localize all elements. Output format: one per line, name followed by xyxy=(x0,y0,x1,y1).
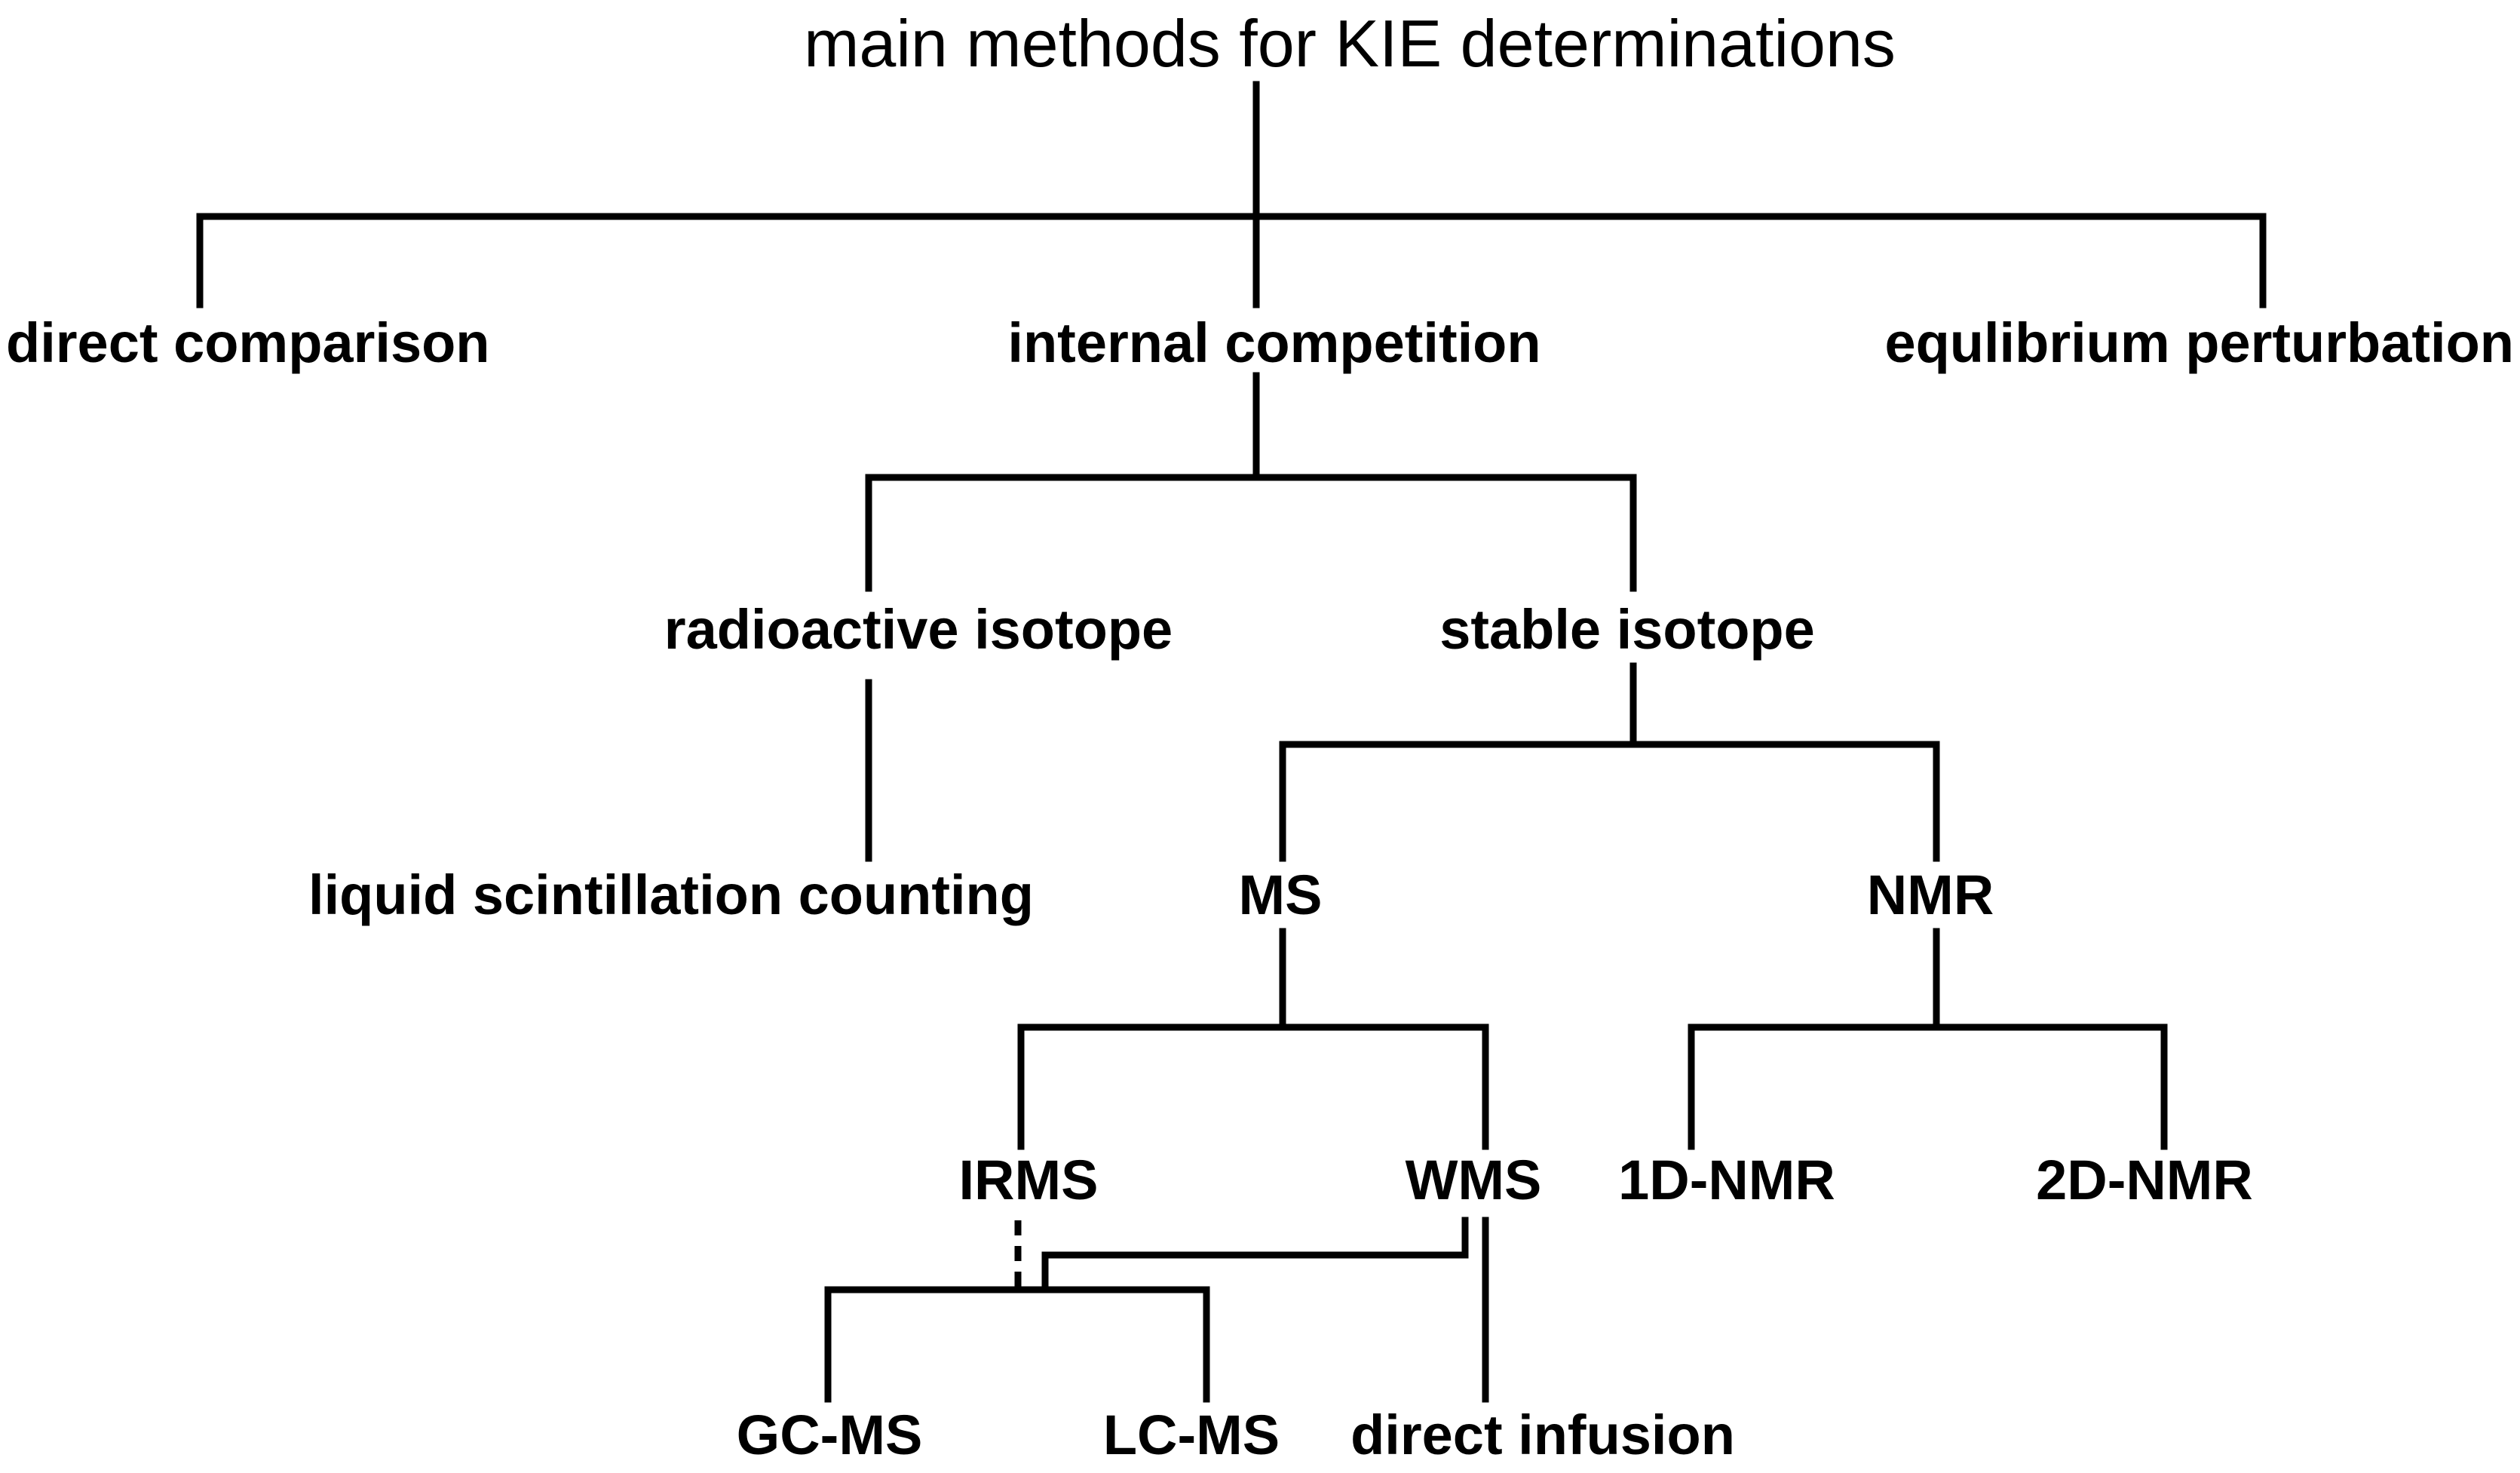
node-direct-infusion: direct infusion xyxy=(1350,1404,1735,1466)
node-liquid-scintillation-counting: liquid scintillation counting xyxy=(308,864,1034,926)
tree-labels: main methods for KIE determinations dire… xyxy=(6,6,2514,1466)
node-2d-nmr: 2D-NMR xyxy=(2036,1149,2253,1211)
node-wms: WMS xyxy=(1406,1149,1542,1211)
connector-ms-nmr-bracket xyxy=(1279,741,1940,862)
node-radioactive-isotope: radioactive isotope xyxy=(664,598,1173,661)
node-gc-ms: GC-MS xyxy=(737,1404,923,1466)
connector-isotope-bracket xyxy=(865,474,1637,592)
connector-gc-lc-bracket xyxy=(824,1286,1210,1403)
node-internal-competition: internal competition xyxy=(1007,311,1541,374)
connector-wms-to-chromatography xyxy=(1041,1217,1469,1293)
connector-1d-2d-nmr-bracket xyxy=(1688,1023,2168,1150)
tree-connectors xyxy=(196,81,2267,1403)
node-irms: IRMS xyxy=(959,1149,1099,1211)
node-nmr: NMR xyxy=(1867,864,1994,926)
node-direct-comparison: direct comparison xyxy=(6,311,490,374)
node-equilibrium-perturbation: equlibrium perturbation xyxy=(1884,311,2514,374)
diagram-title: main methods for KIE determinations xyxy=(804,6,1896,81)
node-stable-isotope: stable isotope xyxy=(1439,598,1815,661)
node-ms: MS xyxy=(1239,864,1323,926)
connector-root-bracket xyxy=(196,213,2267,308)
connector-irms-wms-bracket xyxy=(1017,1023,1489,1150)
node-lc-ms: LC-MS xyxy=(1103,1404,1280,1466)
node-1d-nmr: 1D-NMR xyxy=(1618,1149,1835,1211)
